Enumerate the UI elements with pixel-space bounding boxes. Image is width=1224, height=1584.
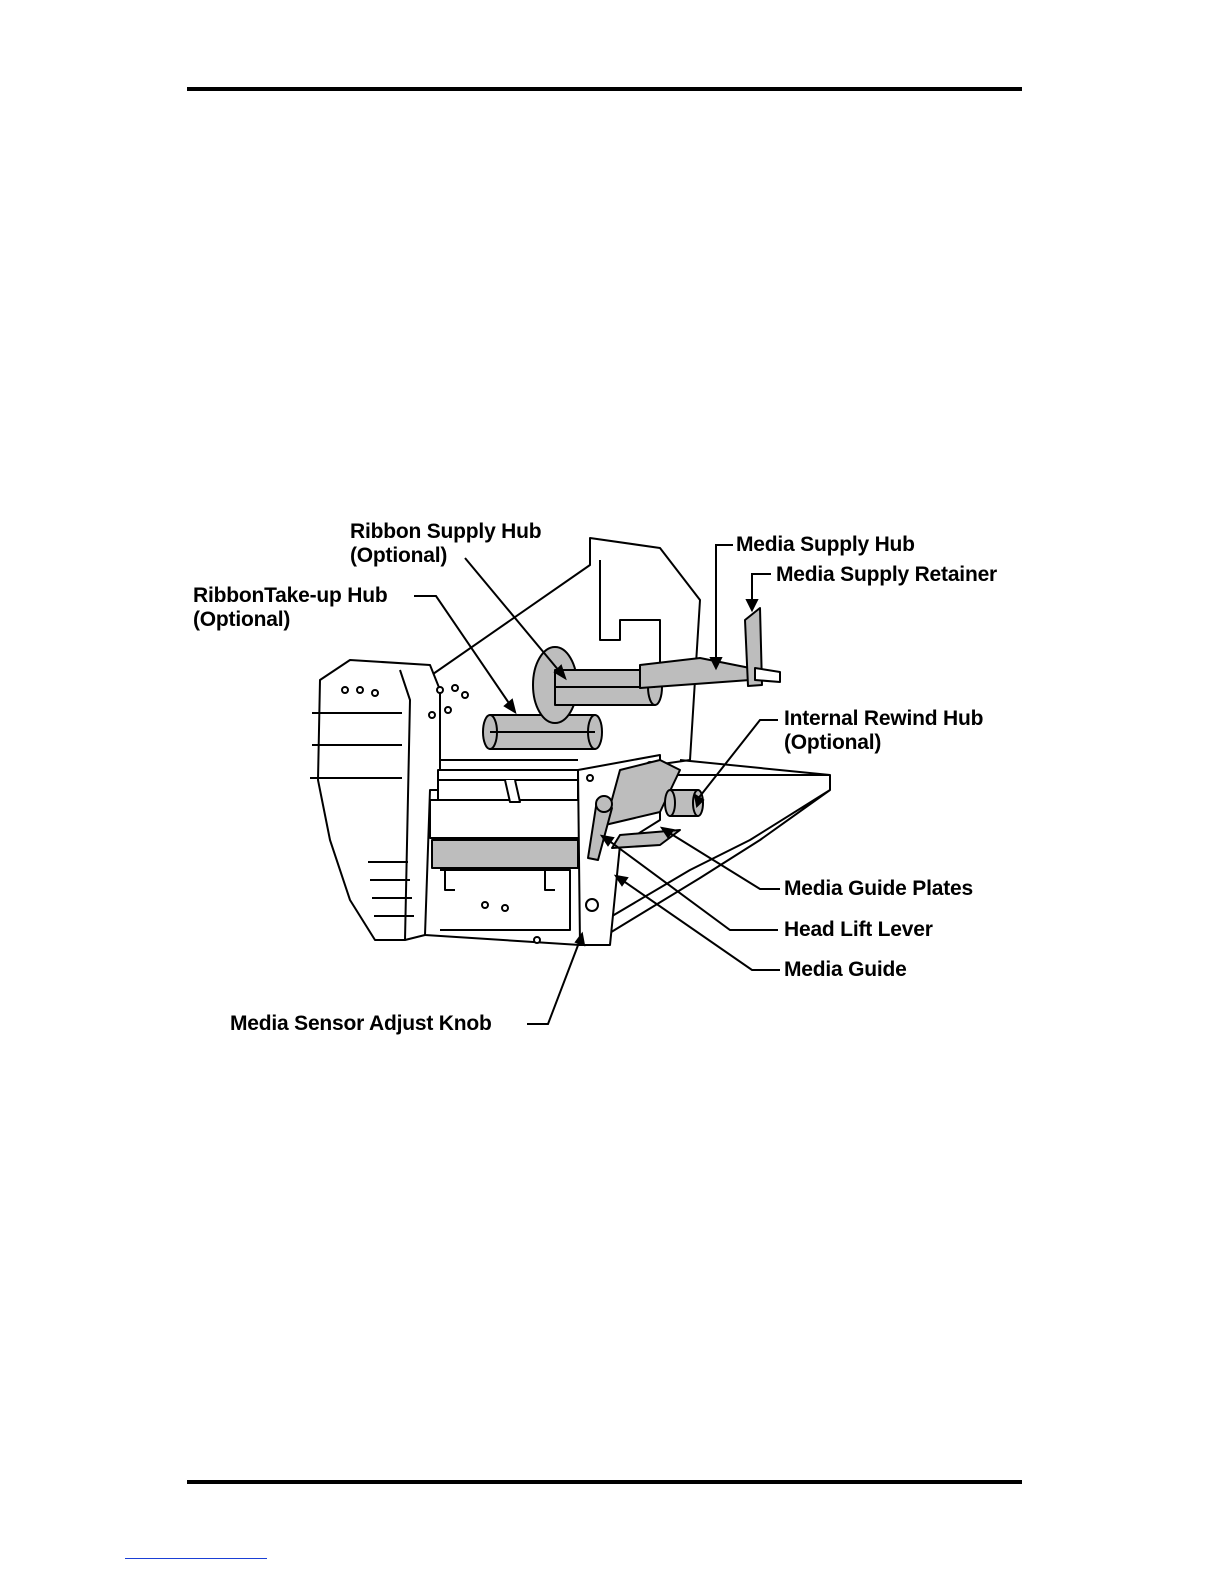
ribbon-takeup-hub bbox=[483, 715, 602, 749]
label-ribbon-supply-hub: Ribbon Supply Hub (Optional) bbox=[350, 520, 541, 568]
label-media-supply-hub: Media Supply Hub bbox=[736, 533, 915, 557]
leader-media-sensor-knob bbox=[527, 940, 580, 1024]
leader-internal-rewind bbox=[697, 720, 778, 800]
footer-link-underline[interactable] bbox=[125, 1558, 267, 1559]
label-media-guide-plates: Media Guide Plates bbox=[784, 877, 973, 901]
label-internal-rewind-hub: Internal Rewind Hub (Optional) bbox=[784, 707, 983, 755]
label-ribbon-takeup-hub: RibbonTake-up Hub (Optional) bbox=[193, 584, 388, 632]
leader-media-guide bbox=[622, 880, 780, 970]
label-head-lift-lever: Head Lift Lever bbox=[784, 918, 933, 942]
label-media-guide: Media Guide bbox=[784, 958, 907, 982]
media-supply-hub bbox=[640, 658, 760, 688]
label-media-supply-retainer: Media Supply Retainer bbox=[776, 563, 997, 587]
footer-rule bbox=[187, 1480, 1022, 1484]
leader-media-supply-hub bbox=[716, 545, 733, 663]
label-media-sensor-adjust-knob: Media Sensor Adjust Knob bbox=[230, 1012, 492, 1036]
